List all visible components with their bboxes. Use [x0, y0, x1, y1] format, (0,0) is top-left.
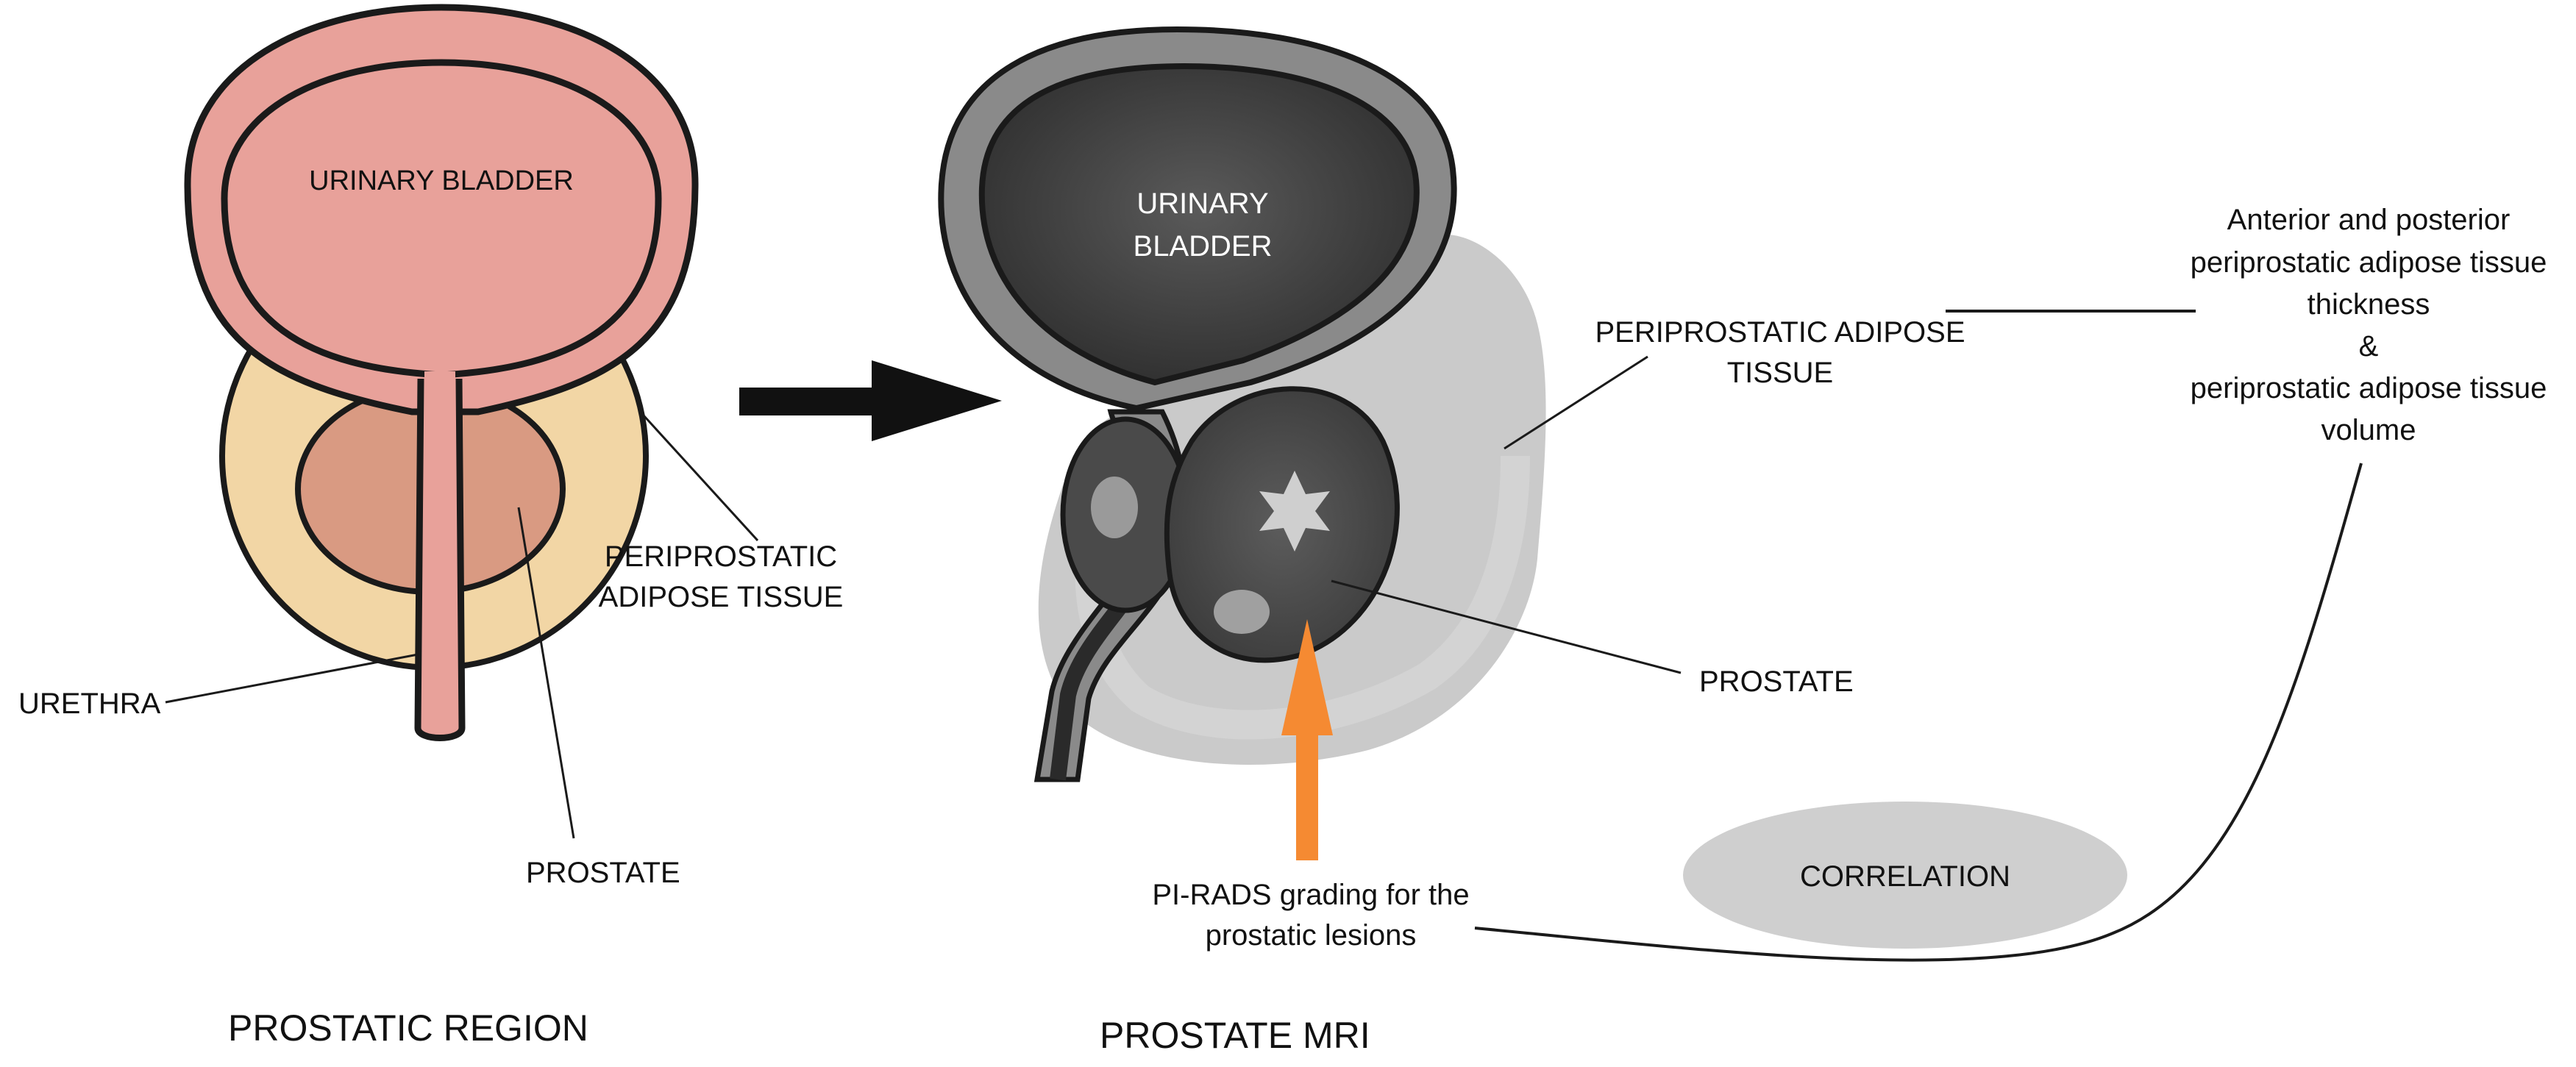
- measurement-note: Anterior and posterior periprostatic adi…: [2191, 204, 2547, 446]
- pirads-label-line1: PI-RADS grading for the: [1152, 879, 1469, 911]
- mri-adipose-label-line2: TISSUE: [1727, 357, 1833, 389]
- transition-arrow: [739, 360, 1002, 441]
- left-adipose-label-line1: PERIPROSTATIC: [605, 540, 837, 573]
- left-prostate-label: PROSTATE: [526, 857, 680, 889]
- prostate-leader-line: [517, 507, 575, 839]
- mri-prostate-label: PROSTATE: [1699, 665, 1854, 698]
- measure-line5: periprostatic adipose tissue: [2191, 372, 2547, 404]
- left-bladder-label: URINARY BLADDER: [309, 165, 574, 196]
- measure-line1: Anterior and posterior: [2227, 204, 2511, 236]
- mri-star-lesion: [1259, 471, 1330, 552]
- measure-line2: periprostatic adipose tissue: [2191, 246, 2547, 279]
- correlation-ellipse: [1683, 802, 2127, 949]
- urethra: [414, 378, 466, 741]
- left-panel-caption: PROSTATIC REGION: [228, 1007, 588, 1049]
- measure-line4: &: [2359, 330, 2379, 363]
- mri-adipose-label-line1: PERIPROSTATIC ADIPOSE: [1595, 316, 1965, 349]
- mri-prostate-leader-line: [1331, 579, 1682, 674]
- urethra-leader-line: [165, 653, 419, 704]
- urinary-bladder-lumen: [221, 59, 662, 379]
- correlation-label: CORRELATION: [1800, 860, 2010, 893]
- adipose-leader-line: [642, 414, 759, 542]
- right-panel-caption: PROSTATE MRI: [1100, 1015, 1370, 1056]
- pirads-label-line2: prostatic lesions: [1206, 919, 1417, 952]
- mri-lesion-small: [1214, 590, 1270, 634]
- mri-bladder-label-line2: BLADDER: [1134, 230, 1273, 263]
- measure-line3: thickness: [2308, 288, 2430, 321]
- pirads-arrow: [1281, 619, 1333, 860]
- mri-adipose-leader-line: [1504, 355, 1648, 450]
- left-adipose-label-line2: ADIPOSE TISSUE: [599, 581, 844, 613]
- prostate-mri-illustration: [938, 26, 1682, 782]
- mri-lesion-left: [1091, 477, 1138, 538]
- prostatic-region-illustration: [165, 4, 759, 839]
- measure-line6: volume: [2321, 414, 2416, 446]
- mri-bladder-lumen: [978, 63, 1420, 386]
- mri-bladder-label-line1: URINARY: [1136, 188, 1268, 220]
- left-urethra-label: URETHRA: [18, 688, 161, 720]
- correlation-curve: [1474, 463, 2363, 962]
